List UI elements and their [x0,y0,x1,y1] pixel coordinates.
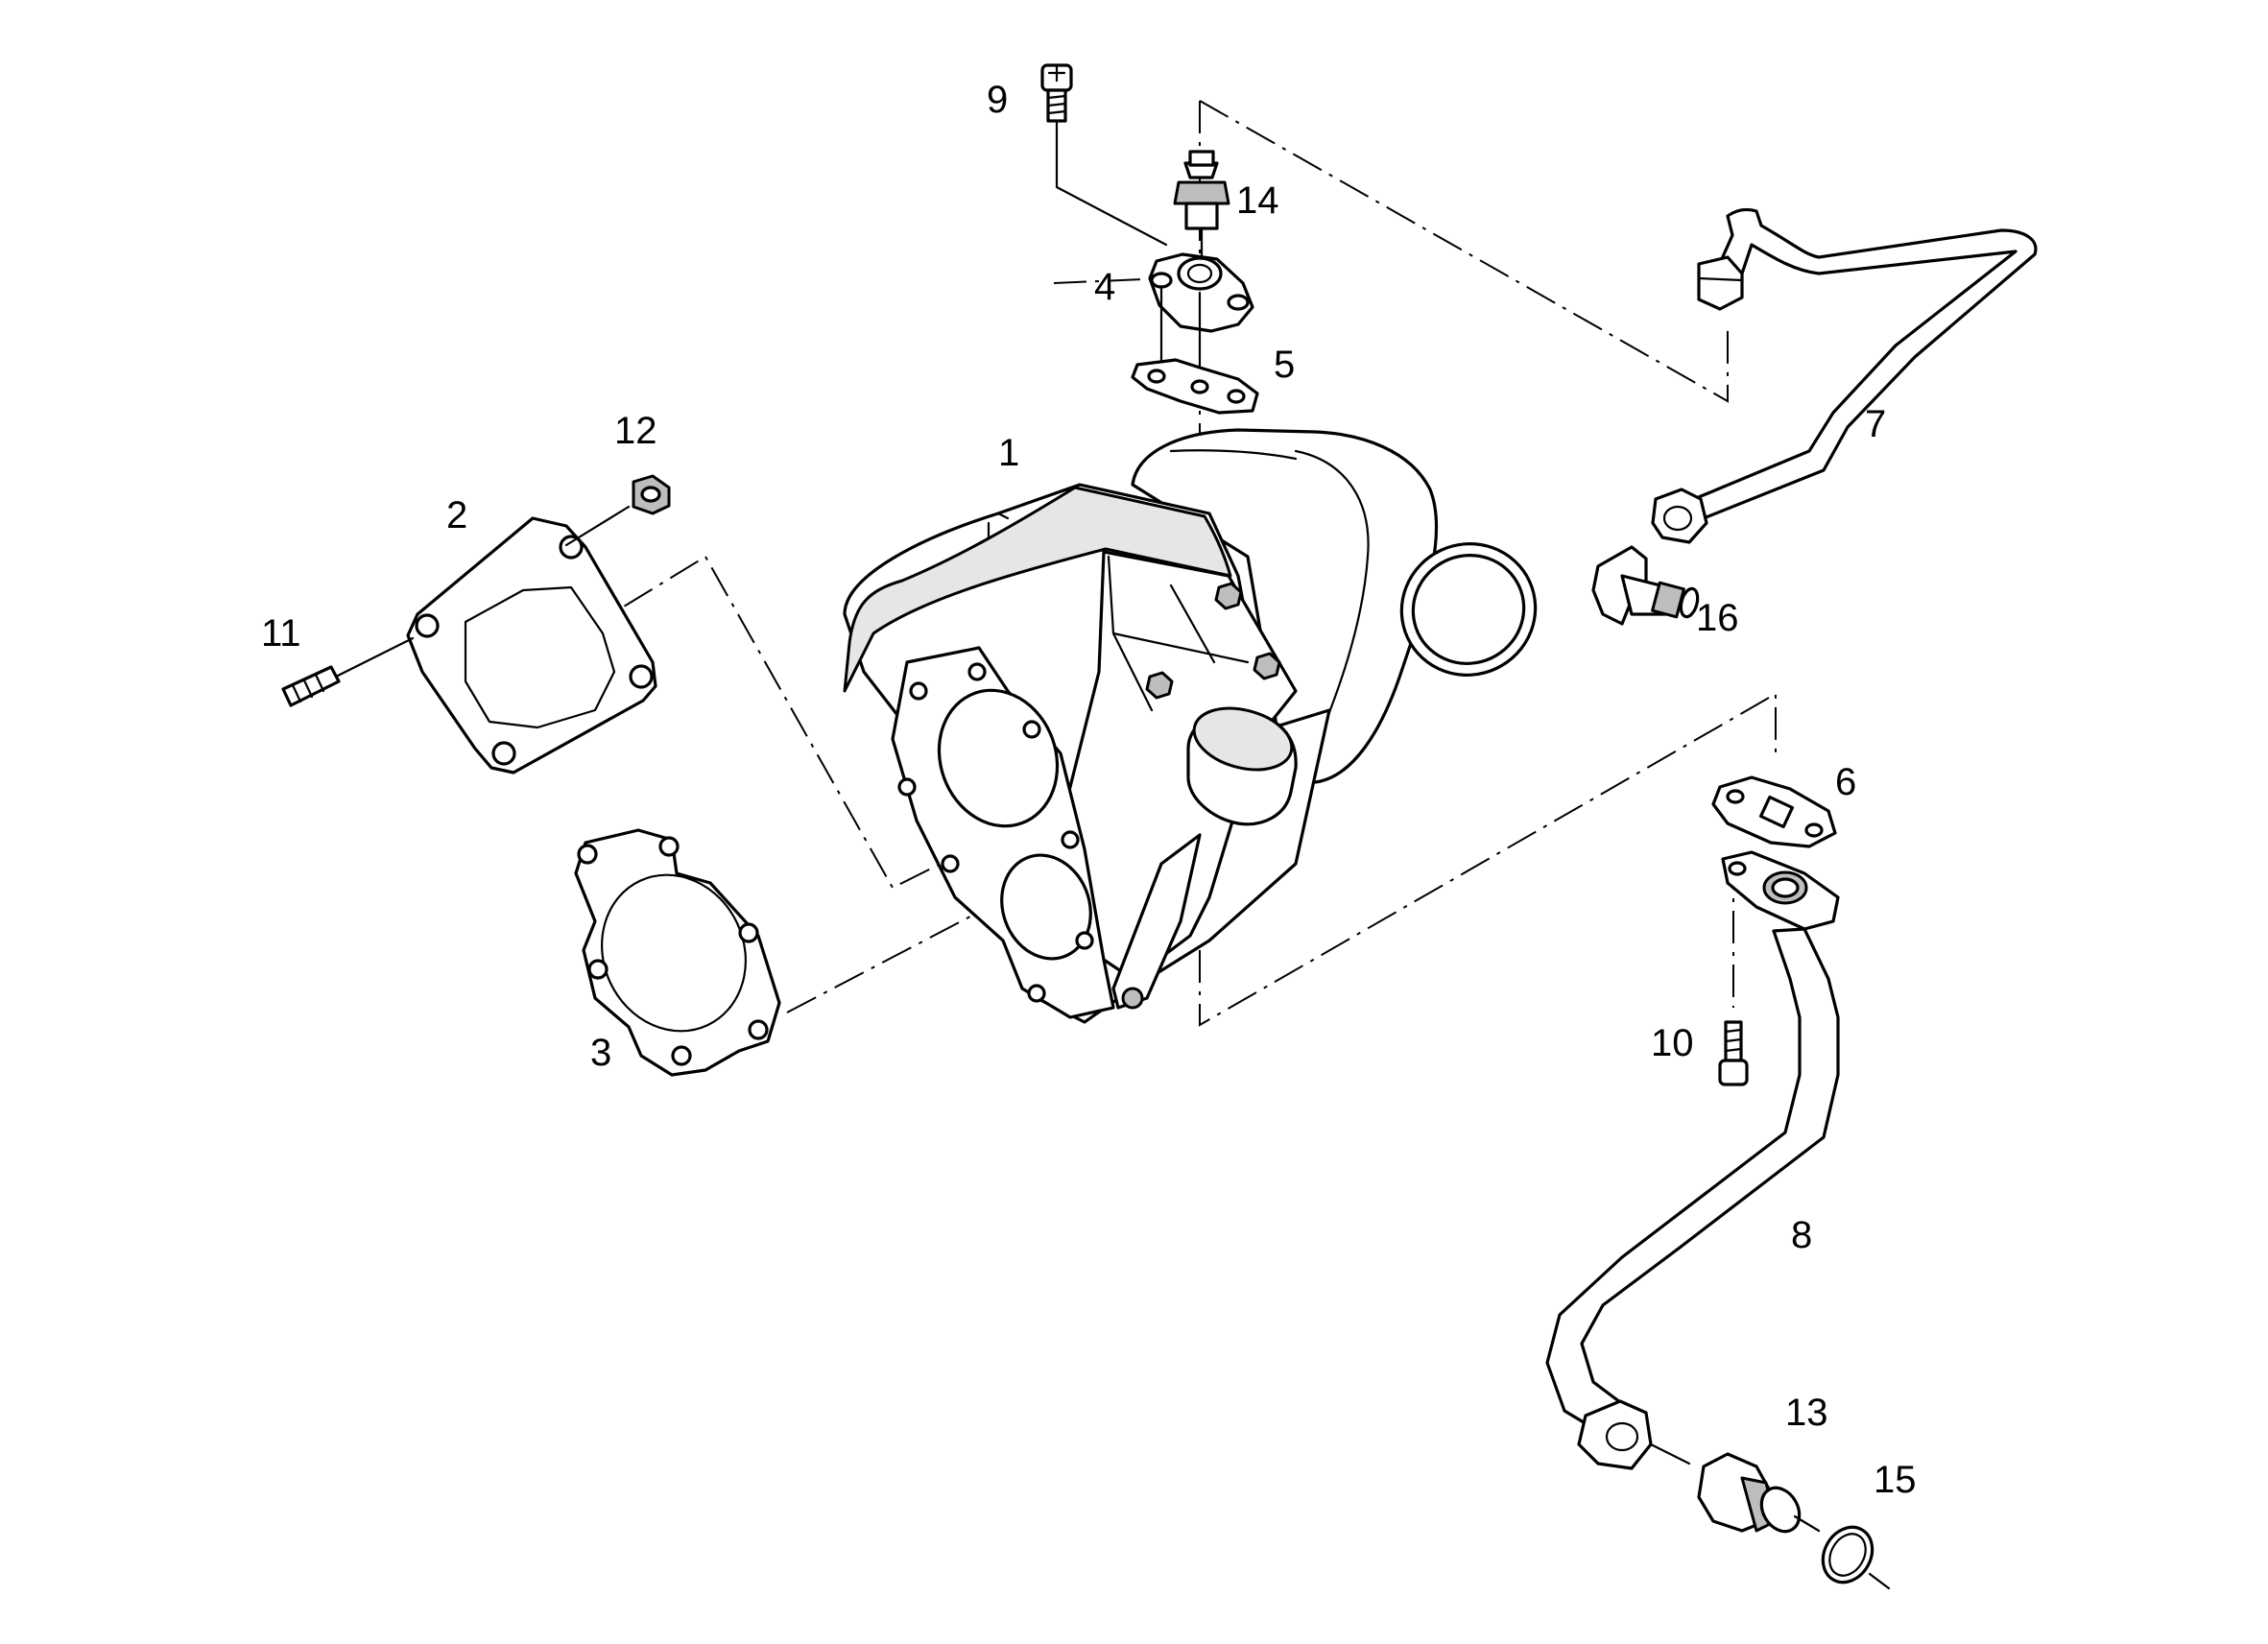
elbow-16 [1591,545,1700,626]
callout-6: 6 [1835,761,1856,803]
callout-11: 11 [261,612,301,655]
callout-16: 16 [1696,597,1739,639]
callout-9: 9 [987,79,1008,121]
callout-8: 8 [1791,1214,1812,1256]
gasket-6 [1711,775,1837,848]
side-plate-bolt-b [1253,652,1281,680]
fitting-14 [1173,150,1230,259]
heat-shield [843,486,1232,693]
oil-feed-pipe-7 [1651,207,2038,544]
callout-12: 12 [614,410,657,452]
callout-labels: 1 2 3 4 5 6 7 8 9 10 11 12 13 14 15 16 [261,79,1917,1501]
callout-1: 1 [998,432,1019,474]
callout-3: 3 [590,1032,611,1074]
screw-10 [1718,1020,1749,1086]
screw-9 [1040,63,1168,247]
gasket-2 [406,516,657,774]
side-plate-bolt-c [1145,671,1174,700]
nut-12 [564,474,671,547]
flange-4 [1148,252,1254,371]
callout-5: 5 [1274,344,1295,386]
callout-13: 13 [1785,1392,1828,1434]
callout-14: 14 [1236,179,1279,222]
stud-11 [281,636,415,707]
flange-port-lower [1000,853,1092,961]
callout-7: 7 [1865,403,1886,445]
callout-10: 10 [1651,1022,1694,1064]
turbocharger-assembly [843,428,1538,1024]
callout-15: 15 [1874,1459,1917,1501]
callout-4: 4 [1094,266,1115,308]
o-ring-15 [1821,1525,1891,1590]
gasket-3 [574,828,781,1077]
callout-2: 2 [446,494,467,536]
adapter-13 [1697,1452,1821,1534]
gasket-5 [1131,358,1259,415]
oil-return-pipe-8 [1545,850,1840,1470]
side-plate-bolt-a [1214,582,1243,610]
